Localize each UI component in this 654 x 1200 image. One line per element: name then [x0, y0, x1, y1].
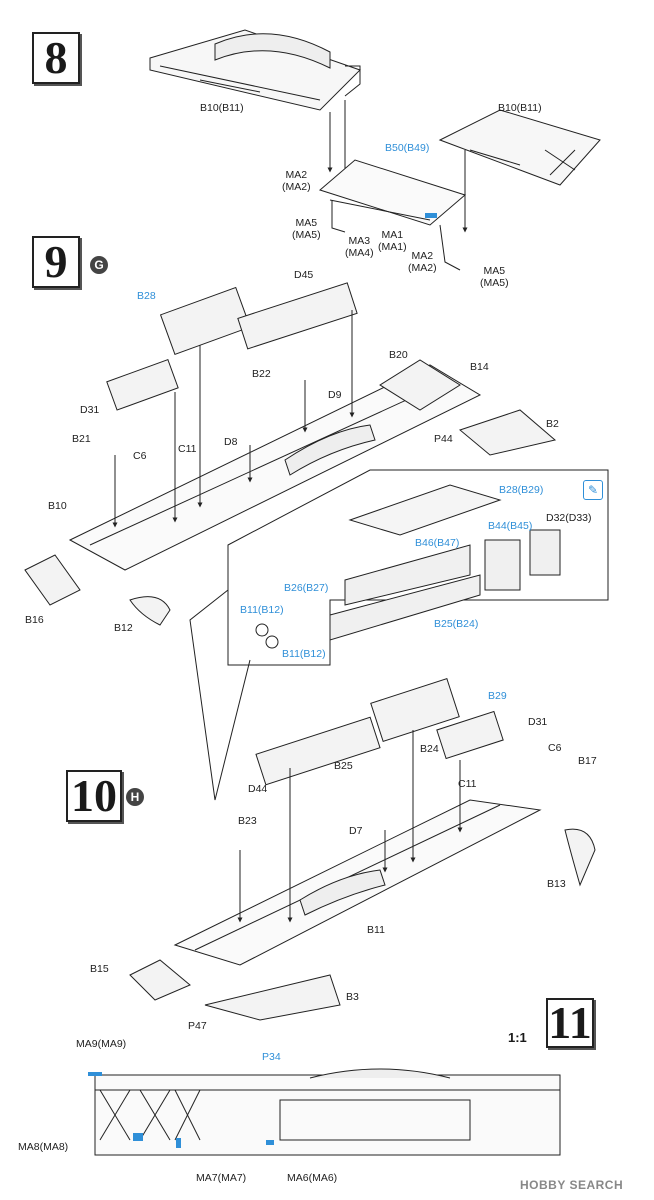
label-b44-b45: B44(B45)	[488, 520, 533, 532]
label-b10: B10	[48, 500, 67, 512]
label-c11: C11	[178, 443, 197, 455]
label-ma5-right: MA5 (MA5)	[480, 265, 509, 289]
label-ma8: MA8(MA8)	[18, 1141, 69, 1153]
step8-frame	[318, 159, 467, 271]
label-c11-10: C11	[458, 778, 477, 790]
step9-inset	[189, 469, 609, 801]
label-ma6: MA6(MA6)	[287, 1172, 338, 1184]
label-b3: B3	[346, 991, 359, 1003]
step11-drawing	[88, 1068, 561, 1156]
step10-chassis	[129, 677, 596, 1021]
label-d31-10: D31	[528, 716, 548, 728]
label-b11-b12-bottom: B11(B12)	[282, 648, 326, 660]
label-d44: D44	[248, 783, 268, 795]
label-b22: B22	[252, 368, 271, 380]
label-b25: B25	[334, 760, 353, 772]
label-b10-left: B10(B11)	[200, 102, 244, 114]
label-b10-right: B10(B11)	[498, 102, 542, 114]
label-ma1: MA1 (MA1)	[378, 229, 407, 253]
label-b24: B24	[420, 743, 439, 755]
label-ma5-left: MA5 (MA5)	[292, 217, 321, 241]
label-b16: B16	[25, 614, 44, 626]
step-11-number: 11	[546, 998, 594, 1048]
label-b29: B29	[488, 690, 507, 702]
label-d45: D45	[294, 269, 314, 281]
step9-chassis	[24, 282, 557, 626]
label-d31: D31	[80, 404, 100, 416]
label-c6: C6	[133, 450, 147, 462]
label-d9: D9	[328, 389, 342, 401]
label-b46-b47: B46(B47)	[415, 537, 460, 549]
label-d8: D8	[224, 436, 238, 448]
step-8-number: 8	[32, 32, 80, 84]
step-10-badge: H	[126, 788, 144, 806]
label-b11-b12-top: B11(B12)	[240, 604, 284, 616]
label-b23: B23	[238, 815, 257, 827]
step-11-scale: 1:1	[508, 1030, 527, 1045]
label-b26-b27: B26(B27)	[284, 582, 329, 594]
label-b28-b29: B28(B29)	[499, 484, 544, 496]
label-p44: P44	[434, 433, 453, 445]
label-b13: B13	[547, 878, 566, 890]
label-ma2-bottom: MA2 (MA2)	[408, 250, 437, 274]
label-p47: P47	[188, 1020, 207, 1032]
label-ma7: MA7(MA7)	[196, 1172, 247, 1184]
label-d7: D7	[349, 825, 363, 837]
label-ma2-top: MA2 (MA2)	[282, 169, 311, 193]
label-b28: B28	[137, 290, 156, 302]
step-10-number: 10	[66, 770, 122, 822]
label-b21: B21	[72, 433, 91, 445]
step8-right-plate	[438, 109, 601, 233]
label-c6-10: C6	[548, 742, 562, 754]
label-b20: B20	[389, 349, 408, 361]
label-b25-b24: B25(B24)	[434, 618, 479, 630]
label-b2: B2	[546, 418, 559, 430]
label-b14: B14	[470, 361, 489, 373]
label-ma3: MA3 (MA4)	[345, 235, 374, 259]
label-b12: B12	[114, 622, 133, 634]
pen-tool-icon: ✎	[583, 480, 603, 500]
step-9-badge: G	[90, 256, 108, 274]
label-b50: B50(B49)	[385, 142, 430, 154]
label-p34: P34	[262, 1051, 281, 1063]
label-ma9: MA9(MA9)	[76, 1038, 127, 1050]
label-b17: B17	[578, 755, 597, 767]
label-b15: B15	[90, 963, 109, 975]
step8-top-plate	[149, 29, 361, 178]
label-b11-10: B11	[367, 924, 385, 936]
label-d32-d33: D32(D33)	[546, 512, 592, 524]
step-9-number: 9	[32, 236, 80, 288]
watermark: HOBBY SEARCH	[520, 1178, 624, 1192]
